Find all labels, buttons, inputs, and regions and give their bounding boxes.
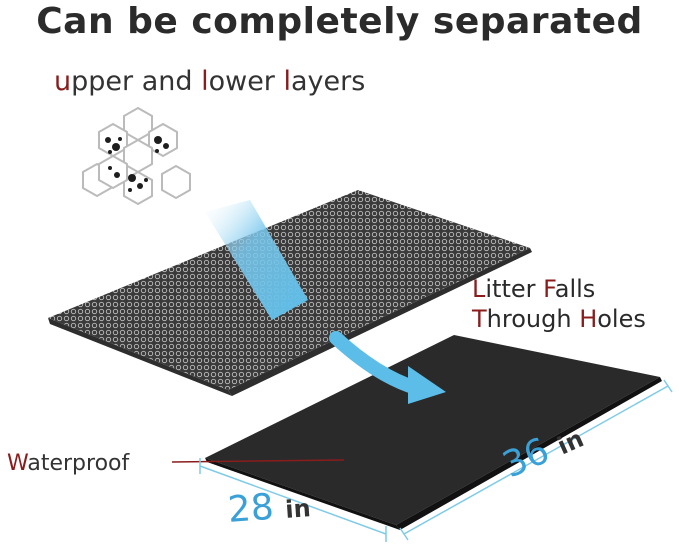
subtitle-text: pper and xyxy=(71,66,202,97)
label-letter: L xyxy=(472,275,486,303)
subtitle-text: ower xyxy=(208,66,284,97)
litter-falls-line1: Litter Falls xyxy=(472,274,646,304)
dimension-value: 28 xyxy=(226,486,276,531)
subtitle-letter: l xyxy=(283,66,292,97)
length-dimension-line xyxy=(399,379,673,541)
label-text: itter xyxy=(485,275,544,303)
label-text: hrough xyxy=(486,305,580,333)
label-text: oles xyxy=(597,305,646,333)
litter-falls-label: Litter Falls Through Holes xyxy=(472,274,646,334)
falling-arrow-icon xyxy=(329,331,446,404)
subtitle-letter: l xyxy=(201,66,209,97)
label-letter: H xyxy=(579,305,598,333)
width-dimension-line xyxy=(199,458,387,542)
label-text: aterproof xyxy=(27,451,130,476)
label-letter: W xyxy=(7,451,28,476)
subtitle-letter: u xyxy=(54,66,72,97)
label-text: alls xyxy=(554,275,596,303)
label-letter: F xyxy=(543,275,555,303)
dimension-unit: in xyxy=(284,494,312,524)
page-title: Can be completely separated xyxy=(36,1,643,42)
width-dimension-label: 28 in xyxy=(227,485,312,534)
hexagon-cluster-icon xyxy=(82,106,191,206)
subtitle: upper and lower layers xyxy=(54,66,365,98)
falling-beam xyxy=(205,200,308,320)
lower-waterproof-layer xyxy=(205,335,662,530)
litter-falls-line2: Through Holes xyxy=(472,304,646,334)
label-letter: T xyxy=(472,305,487,333)
subtitle-text: ayers xyxy=(291,66,366,97)
litter-granules-icon xyxy=(105,136,169,192)
waterproof-label: Waterproof xyxy=(7,450,129,478)
